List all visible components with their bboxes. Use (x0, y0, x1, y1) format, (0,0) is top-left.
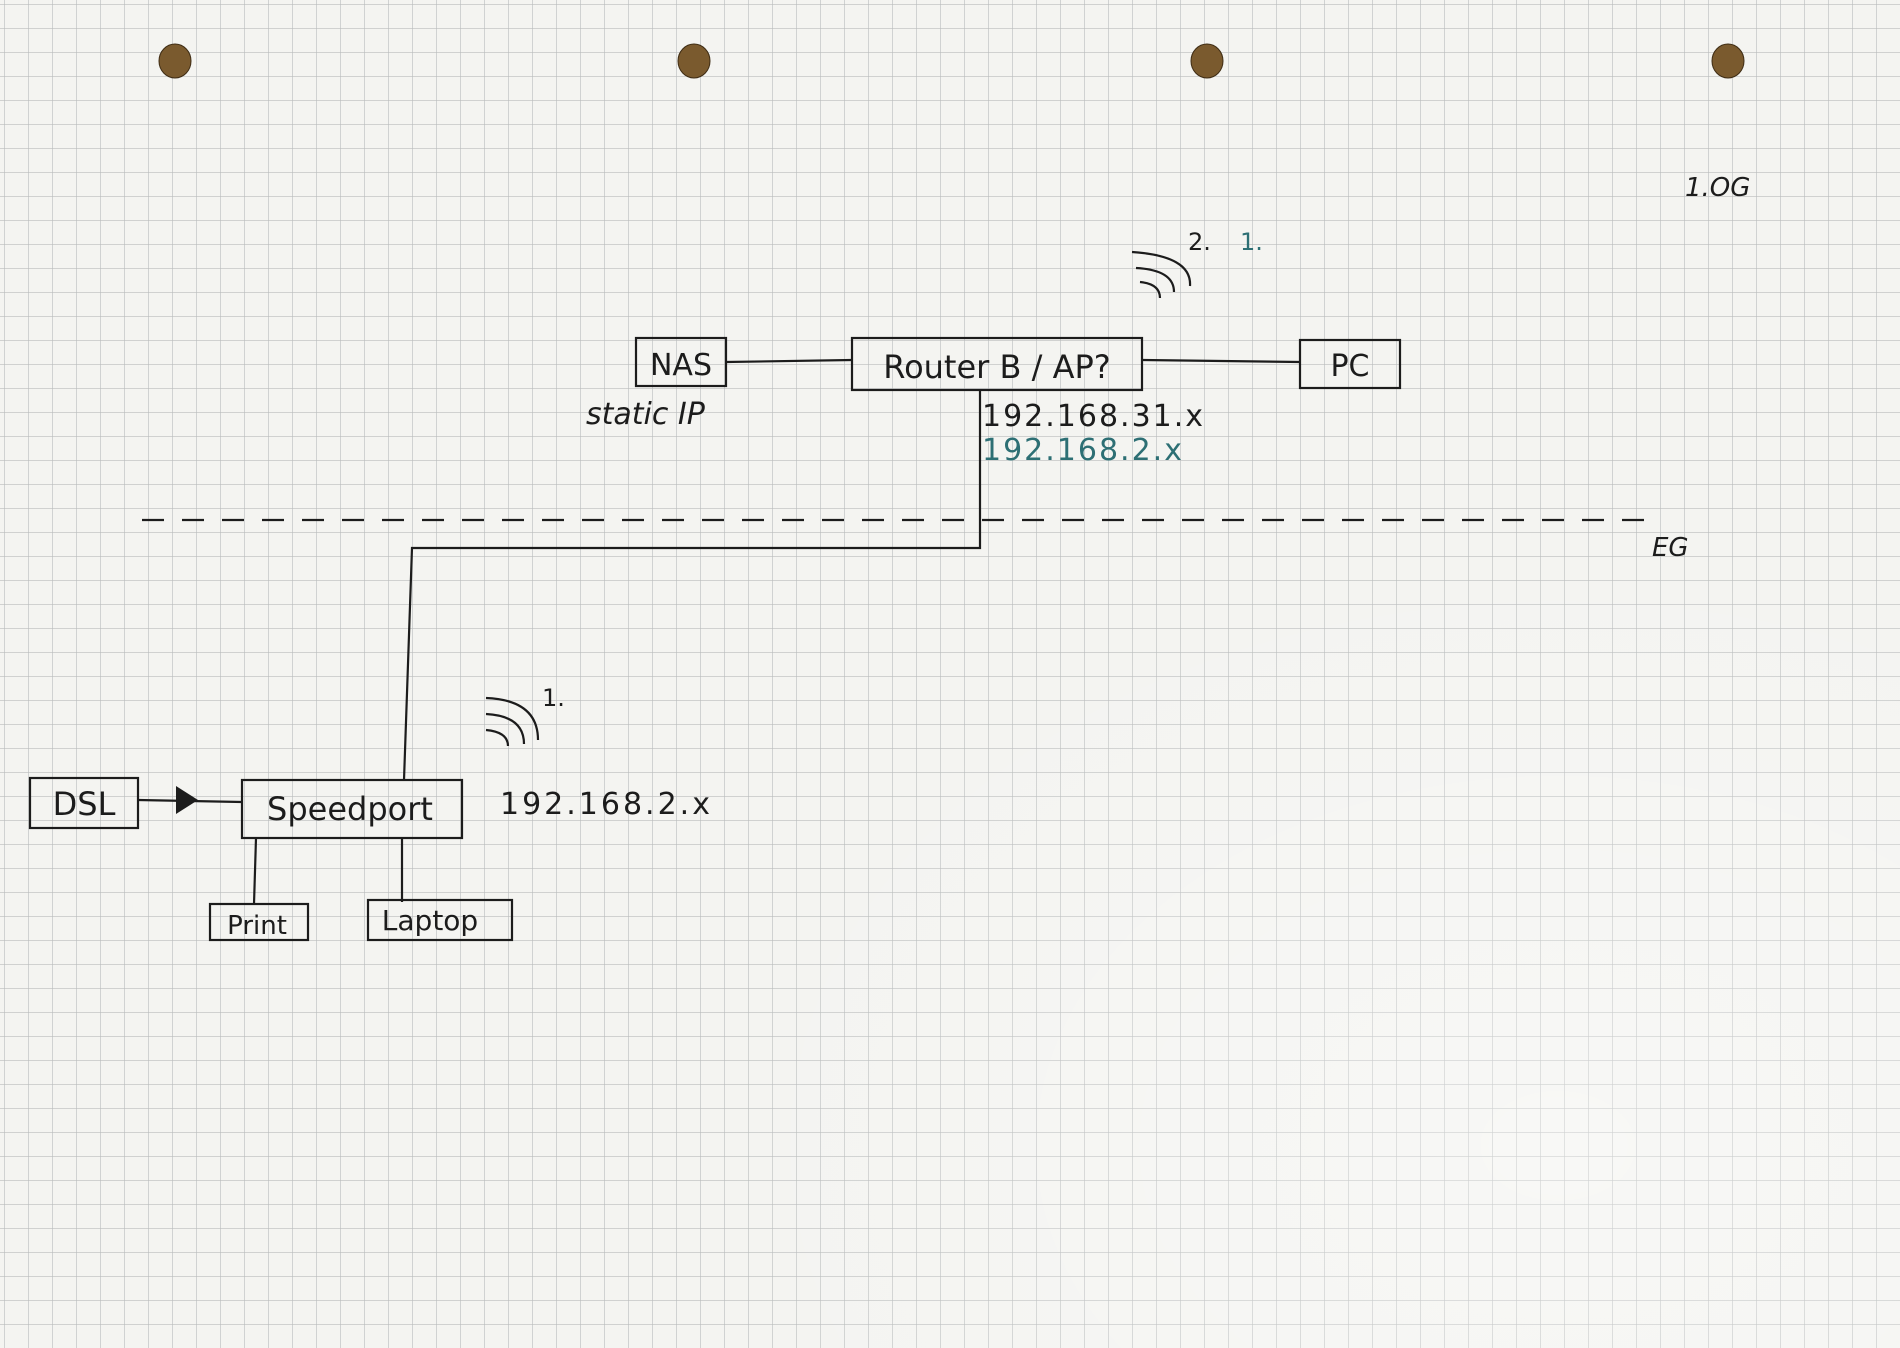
punch-hole (1711, 43, 1745, 79)
pc-label: PC (1330, 349, 1369, 384)
laptop-label: Laptop (382, 904, 478, 937)
router-b-box (850, 336, 1144, 392)
print-label: Print (227, 911, 287, 941)
wifi-lower-label: 1. (542, 684, 565, 712)
speedport-ip: 192.168.2.x (500, 787, 713, 822)
nas-static-ip-note: static IP (586, 397, 706, 432)
speedport-box (240, 778, 464, 840)
nas-label: NAS (650, 348, 712, 383)
router-speedport-uplink (402, 390, 982, 781)
dsl-arrow-icon (176, 786, 198, 814)
dsl-box (28, 776, 140, 830)
floor-label-ground: EG (1652, 533, 1689, 563)
pc-box (1298, 338, 1402, 390)
nas-router-link (725, 358, 853, 364)
laptop-device: Laptop (366, 898, 514, 942)
wifi-upper-label-b: 1. (1240, 228, 1263, 256)
wifi-upper-label-a: 2. (1188, 228, 1211, 256)
nas-device: NAS (634, 336, 728, 388)
punch-holes (158, 43, 1745, 79)
router-b-device: Router B / AP? (850, 336, 1144, 392)
speedport-label: Speedport (267, 790, 433, 828)
speedport-print-link (252, 837, 258, 905)
punch-hole (677, 43, 711, 79)
laptop-box (366, 898, 514, 942)
print-box (208, 902, 310, 942)
router-ip-secondary: 192.168.2.x (982, 433, 1184, 468)
pc-device: PC (1298, 338, 1402, 390)
wifi-upper-icon (1131, 250, 1192, 299)
floor-label-upper: 1.OG (1685, 173, 1750, 203)
router-ip-primary: 192.168.31.x (982, 399, 1205, 434)
wifi-lower-icon (485, 696, 540, 747)
punch-hole (158, 43, 192, 79)
speedport-device: Speedport (240, 778, 464, 840)
router-pc-link (1141, 358, 1301, 364)
dsl-label: DSL (53, 785, 116, 823)
router-b-label: Router B / AP? (883, 348, 1110, 386)
punch-hole (1190, 43, 1224, 79)
print-device: Print (208, 902, 310, 942)
dsl-device: DSL (28, 776, 140, 830)
